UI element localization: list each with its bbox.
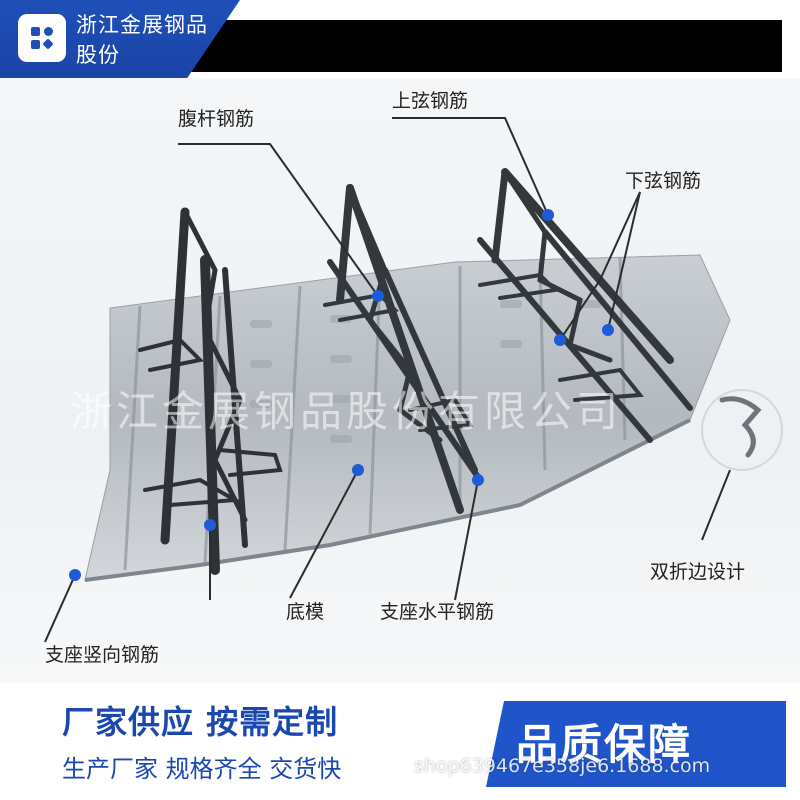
quality-badge [486,701,786,787]
watermark-text: 浙江金展钢品股份有限公司 [70,387,623,436]
truss-middle [323,184,483,514]
header-black-strip [180,20,782,72]
callout-support-horizontal: 支座水平钢筋 [380,601,495,623]
brand-name: 浙江金展钢品股份 [76,13,208,67]
marker-dots [69,209,614,581]
leader-lines [44,117,731,643]
sub-slogan: 生产厂家 规格齐全 交货快 [62,755,342,783]
callout-bottom-chord: 下弦钢筋 [625,170,702,192]
truss-right [477,168,693,443]
brand-logo-icon [18,14,66,62]
double-fold-detail [701,389,783,471]
callout-base-mold: 底模 [286,601,325,623]
callout-double-fold: 双折边设计 [650,561,746,583]
quality-text: 品质保障 [516,720,693,769]
slogan: 厂家供应 按需定制 [62,703,339,741]
callout-top-chord: 上弦钢筋 [392,90,469,112]
truss-left [138,207,283,575]
shop-url: shop639467e358je6.1688.com [414,755,711,777]
callout-web-bar: 腹杆钢筋 [178,108,255,130]
top-header: 浙江金展钢品股份 [0,0,800,78]
bottom-banner: 厂家供应 按需定制 生产厂家 规格齐全 交货快 品质保障 shop639467e… [0,683,800,800]
plate-front-edge [84,418,691,582]
callout-support-vertical: 支座竖向钢筋 [45,644,160,666]
